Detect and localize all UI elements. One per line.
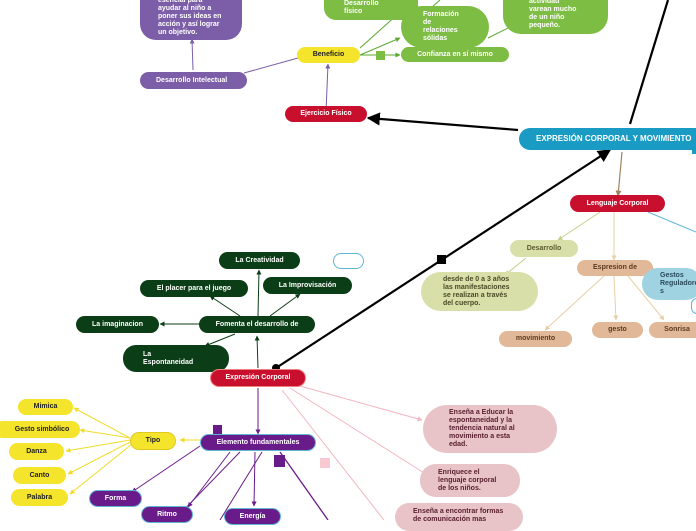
lenguaje-corporal-node[interactable]: Lenguaje Corporal: [570, 195, 665, 212]
desde-node[interactable]: desde de 0 a 3 años las manifestaciones …: [421, 272, 538, 311]
energia-node[interactable]: Energía: [224, 508, 281, 525]
danza-node[interactable]: Danza: [9, 443, 64, 460]
palabra-node[interactable]: Palabra: [11, 489, 68, 506]
fomenta-node[interactable]: Fomenta el desarrollo de: [199, 316, 315, 333]
main-title-node[interactable]: EXPRESIÓN CORPORAL Y MOVIMIENTO: [519, 128, 696, 150]
gesto-node[interactable]: gesto: [592, 322, 643, 338]
ensena-encontrar-node[interactable]: Enseña a encontrar formas de comunicació…: [395, 503, 523, 531]
elemento-fundamentales-node[interactable]: Elemento fundamentales: [200, 434, 316, 451]
ritmo-node[interactable]: Ritmo: [141, 506, 193, 523]
confianza-node[interactable]: Confianza en sí mismo: [401, 47, 509, 62]
formacion-relaciones-node[interactable]: Formación de relaciones sólidas: [401, 6, 489, 48]
movimiento-node[interactable]: movimiento: [499, 331, 572, 347]
canto-node[interactable]: Canto: [13, 467, 66, 484]
ensena-educar-node[interactable]: Enseña a Educar la espontaneidad y la te…: [423, 405, 557, 453]
gestos-reguladores-node[interactable]: Gestos Reguladore s: [642, 268, 696, 300]
tipo-node[interactable]: Tipo: [130, 432, 176, 450]
beneficio-node[interactable]: Beneficio: [297, 47, 360, 63]
espontaneidad-node[interactable]: La Espontaneidad: [123, 345, 229, 372]
ejercicio-fisico-node[interactable]: Ejercicio Físico: [285, 106, 367, 122]
expresion-de-node[interactable]: Espresion de: [577, 260, 653, 276]
connector-lines: [65, 0, 696, 520]
actividad-node[interactable]: actividad varean mucho de un niño pequeñ…: [503, 0, 608, 34]
placer-juego-node[interactable]: El placer para el juego: [140, 280, 248, 297]
main-title-edge-marker: [692, 148, 696, 154]
small-blue-shape: [691, 298, 696, 314]
imaginacion-node[interactable]: La imaginacion: [76, 316, 159, 333]
desarrollo-node[interactable]: Desarrollo: [510, 240, 578, 257]
empty-node[interactable]: [333, 253, 364, 269]
la-creatividad-node[interactable]: La Creatividad: [219, 252, 300, 269]
desarrollo-intelectual-node[interactable]: Desarrollo Intelectual: [140, 72, 247, 89]
expresion-corporal-node[interactable]: Expresión Corporal: [210, 369, 306, 387]
mimica-node[interactable]: Mimica: [18, 399, 73, 415]
improvisacion-node[interactable]: La Improvisación: [263, 277, 352, 294]
gesto-simbolico-node[interactable]: Gesto simbólico: [0, 421, 80, 438]
sonrisa-node[interactable]: Sonrisa: [649, 322, 696, 338]
esencial-node[interactable]: esencial para ayudar al niño a poner sus…: [140, 0, 242, 40]
enriquece-node[interactable]: Enriquece el lenguaje corporal de los ni…: [420, 464, 520, 497]
forma-node[interactable]: Forma: [89, 490, 142, 507]
desarrollo-fisico-node[interactable]: Desarrollo físico: [324, 0, 418, 20]
